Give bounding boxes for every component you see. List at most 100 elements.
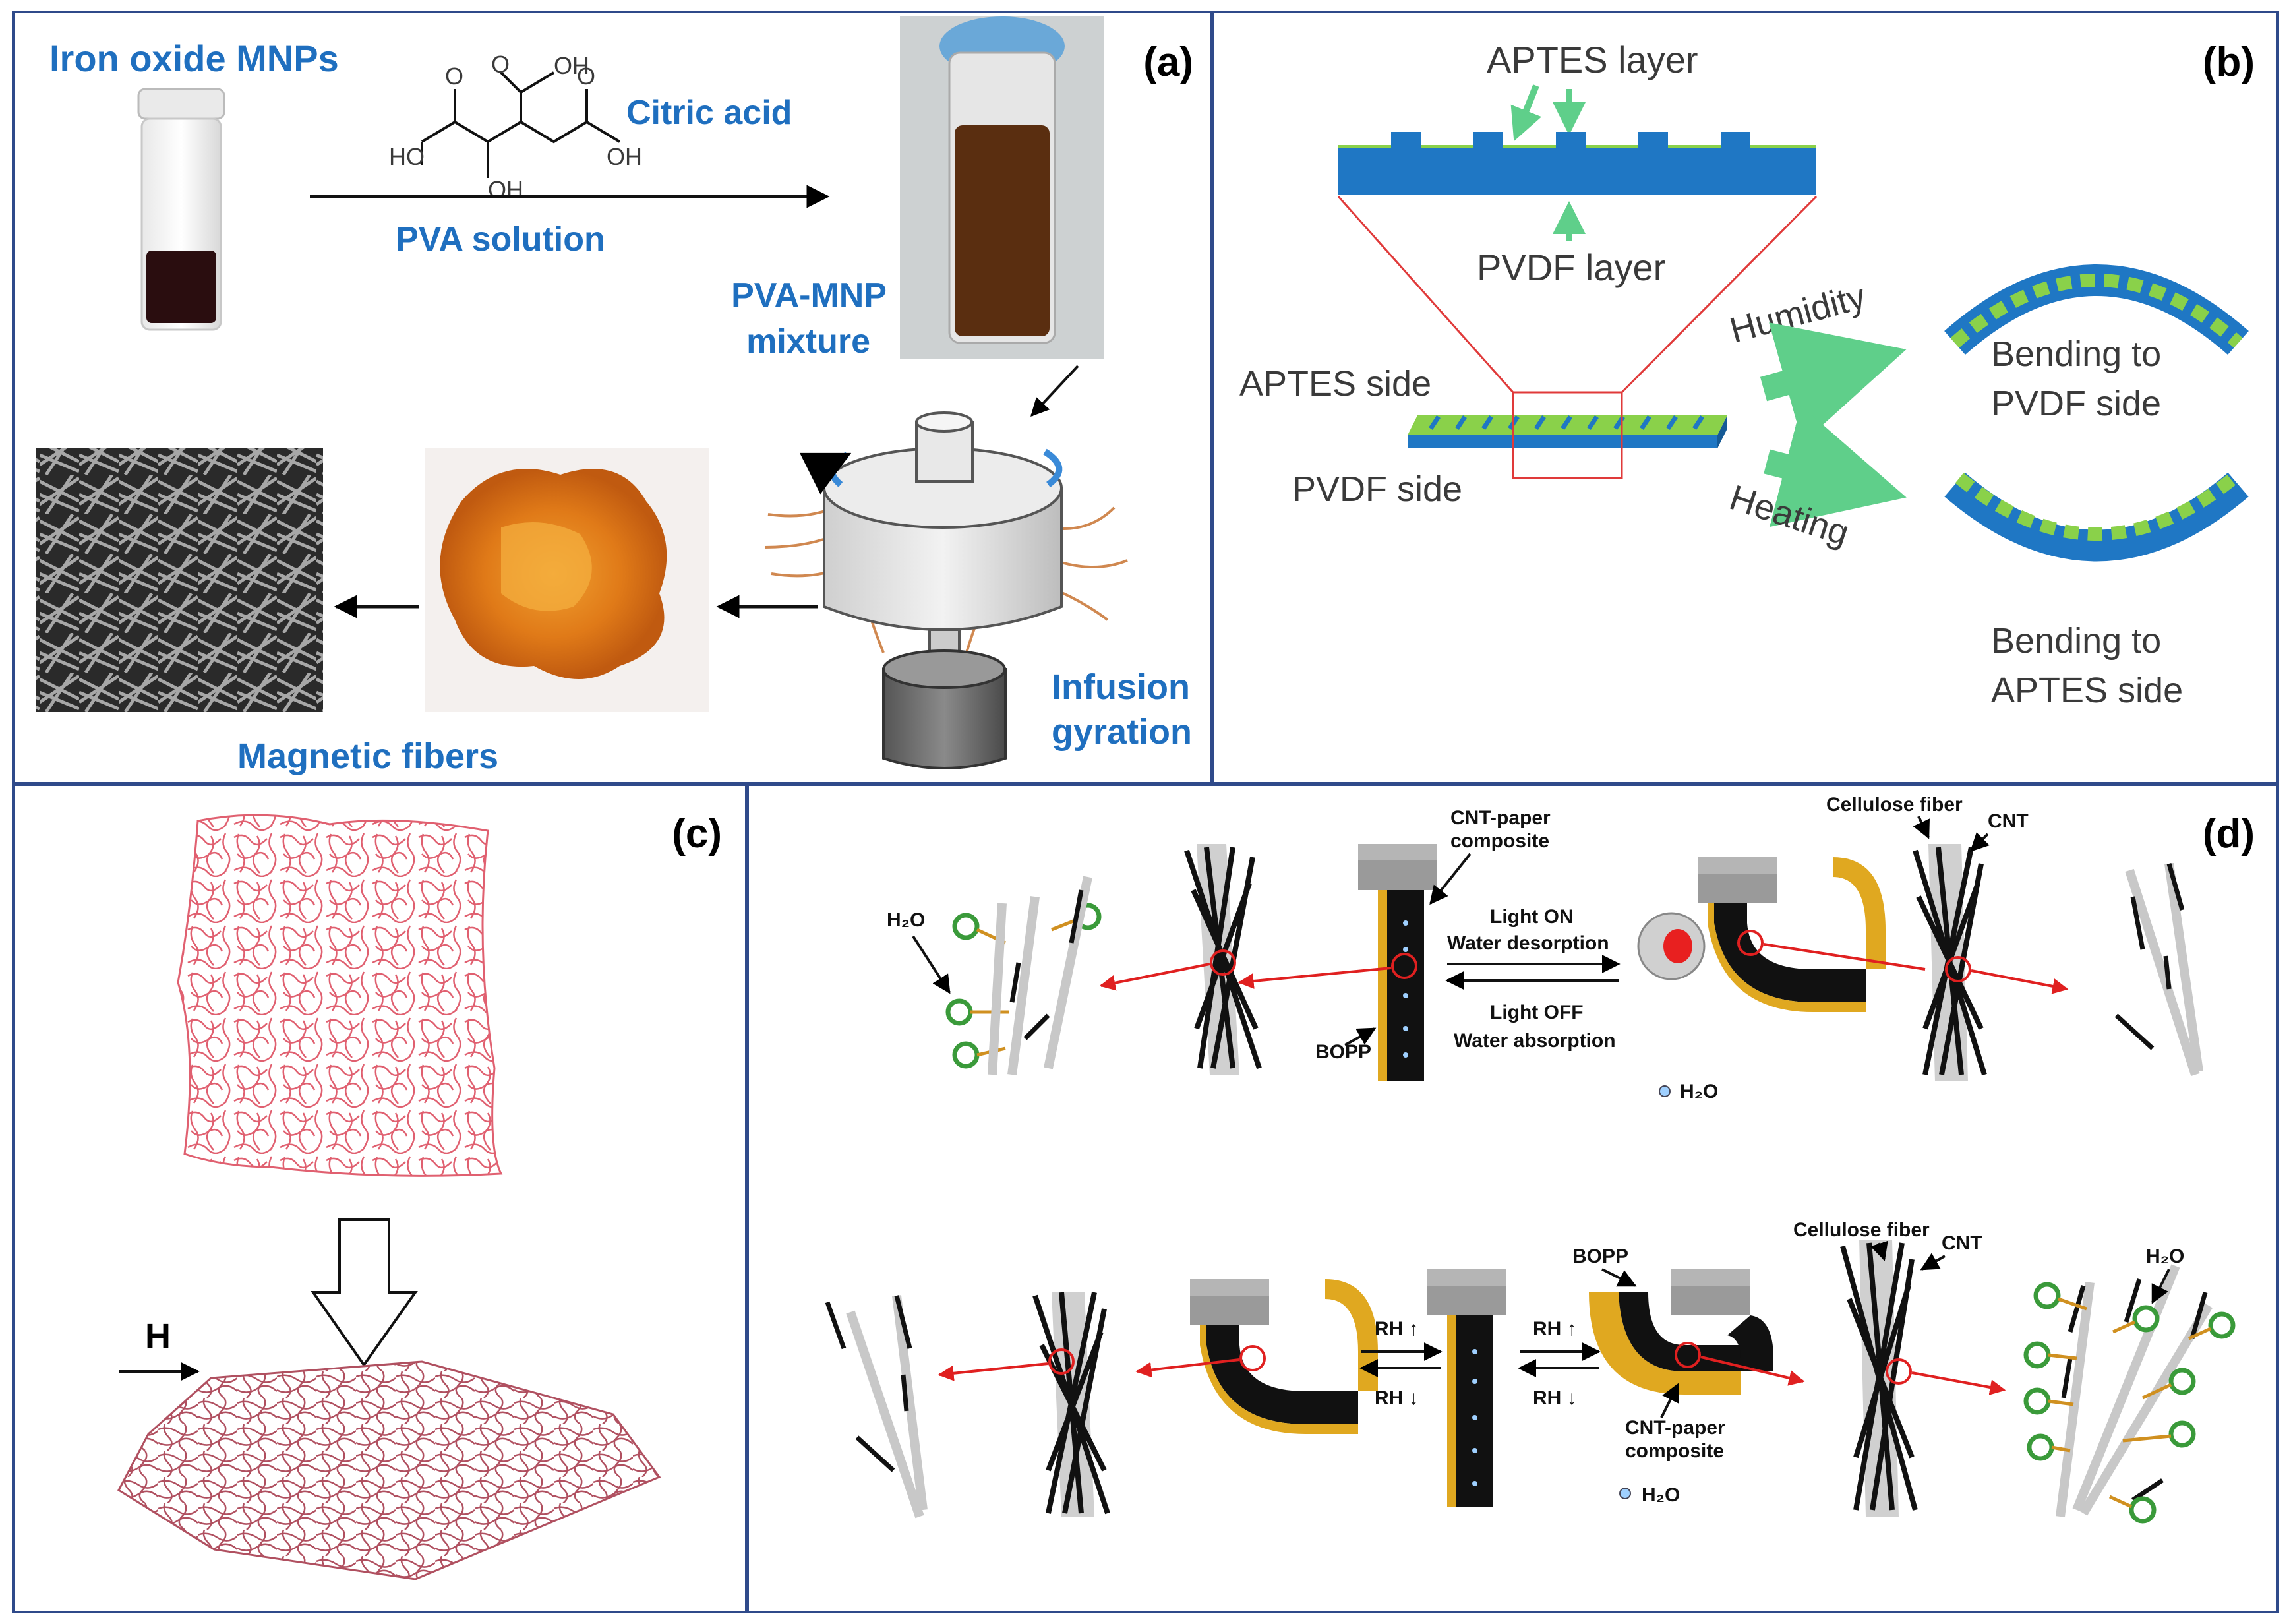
- light-off-label: Light OFF: [1490, 1002, 1584, 1023]
- zoom-line-right: [1621, 195, 1818, 394]
- h2o-right-pointer: [2151, 1269, 2170, 1304]
- zoom-arrow-5: [937, 1362, 1049, 1381]
- panel-c: (c) H: [117, 811, 722, 1580]
- cnt-paper-zoom-top-left: [1184, 844, 1262, 1075]
- h2o-dot-bottom: [1619, 1488, 1631, 1499]
- cellulose-top-pointer: [1913, 816, 1930, 839]
- bend-pvdf-label-1: Bending to: [1991, 334, 2161, 374]
- water-desorption-label: Water desorption: [1447, 932, 1609, 954]
- chem-o3: O: [577, 63, 595, 90]
- infusion-label: Infusion: [1052, 667, 1190, 707]
- h2o-left-pointer: [912, 935, 951, 994]
- aptes-side-label: APTES side: [1239, 364, 1431, 404]
- bopp-top-label: BOPP: [1315, 1041, 1371, 1063]
- cnt-top-pointer: [1970, 832, 1990, 852]
- iron-oxide-label: Iron oxide MNPs: [49, 38, 339, 79]
- zoom-arrow-6: [1135, 1358, 1240, 1378]
- cnt-bottom-label: CNT: [1942, 1232, 1982, 1254]
- chem-oh-top: OH: [554, 52, 589, 79]
- chem-oh-mid: OH: [488, 176, 523, 203]
- panel-b: (b) APTES layer PVDF layer APTES side PV…: [1239, 39, 2255, 710]
- sem-fiber-image: [36, 448, 323, 712]
- cnt-bottom-pointer: [1920, 1253, 1946, 1271]
- cnt-paper-label-2: composite: [1450, 830, 1549, 852]
- cnt-top-label: CNT: [1988, 810, 2029, 832]
- bend-pvdf-label-2: PVDF side: [1991, 384, 2161, 423]
- zoom-circle-2: [1391, 953, 1417, 979]
- h2o-legend-top: H₂O: [1680, 1081, 1718, 1102]
- zoom-circle-4: [1945, 956, 1971, 982]
- cellulose-bottom-pointer: [1870, 1240, 1888, 1261]
- zoom-arrow-8: [1911, 1371, 2006, 1395]
- cnt-paper-zoom-bottom-right: [1840, 1240, 1918, 1517]
- aptes-layer-label: APTES layer: [1487, 39, 1698, 80]
- citric-acid-label: Citric acid: [626, 94, 792, 132]
- chem-oh-right: OH: [607, 143, 642, 170]
- bent-strip-top: [1698, 857, 1886, 1012]
- water-molecules-left: [945, 903, 1102, 1069]
- random-polymer-network: [177, 814, 503, 1177]
- cellulose-bottom-label: Cellulose fiber: [1793, 1219, 1930, 1241]
- cnt-paper-bottom-label-2: composite: [1625, 1440, 1724, 1462]
- field-label: H: [145, 1317, 171, 1356]
- pva-mnp-label-1: PVA-MNP: [731, 276, 887, 315]
- light-on-label: Light ON: [1490, 906, 1574, 928]
- zoom-line-left: [1337, 196, 1514, 393]
- bent-strip-bottom-left: [1190, 1279, 1378, 1434]
- chem-ho-left: HO: [389, 143, 425, 170]
- cnt-paper-strip-flat-bottom: [1427, 1269, 1506, 1507]
- humidity-label: Humidity: [1726, 276, 1870, 350]
- panel-c-tag: (c): [672, 811, 722, 857]
- zoom-circle-3: [1737, 930, 1764, 956]
- zoom-arrow-2: [1237, 967, 1392, 989]
- bopp-top-pointer: [1344, 1027, 1377, 1046]
- mnp-vial-image: [137, 88, 225, 331]
- citric-acid-structure: [421, 71, 621, 178]
- heating-arrow: [1764, 406, 1907, 527]
- transformation-arrow: [311, 1218, 418, 1368]
- h2o-right-label: H₂O: [2146, 1246, 2184, 1267]
- zoom-arrow-1: [1099, 963, 1210, 991]
- mixture-arrow: [1030, 365, 1079, 417]
- panel-b-tag: (b): [2203, 40, 2255, 85]
- water-molecules-right: [2023, 1282, 2236, 1524]
- water-absorption-label: Water absorption: [1454, 1030, 1616, 1052]
- bent-strip-bottom-right: [1589, 1269, 1773, 1395]
- fiber-mat-photo: [425, 448, 709, 712]
- aptes-pointer-1: [1510, 84, 1542, 142]
- chem-o1: O: [491, 51, 510, 78]
- bilayer-cross-section: [1338, 132, 1816, 195]
- light-source-icon: [1637, 912, 1706, 980]
- pva-mnp-photo: [900, 16, 1104, 359]
- dry-fibers-top-right: [2114, 863, 2203, 1077]
- bent-strip-aptes: [1944, 472, 2249, 562]
- h2o-legend-bottom: H₂O: [1642, 1484, 1680, 1506]
- aligned-polymer-network: [117, 1360, 661, 1580]
- pvdf-layer-label: PVDF layer: [1477, 247, 1665, 288]
- chem-o2: O: [445, 63, 463, 90]
- bopp-bottom-label: BOPP: [1572, 1246, 1628, 1267]
- zoom-circle-5: [1048, 1348, 1075, 1375]
- cellulose-fibers-left: [988, 876, 1092, 1075]
- cnt-paper-bottom-pointer: [1660, 1383, 1679, 1418]
- pvdf-side-label: PVDF side: [1292, 469, 1462, 509]
- pva-solution-label: PVA solution: [396, 220, 605, 258]
- zoom-circle-6: [1239, 1345, 1266, 1371]
- zoom-circle-8: [1886, 1358, 1912, 1385]
- magnetic-fibers-label: Magnetic fibers: [237, 737, 498, 776]
- cnt-paper-label-1: CNT-paper: [1450, 807, 1551, 829]
- cnt-paper-pointer: [1429, 853, 1472, 905]
- cnt-paper-zoom-bottom-left: [1032, 1292, 1110, 1517]
- humidity-arrow: [1760, 322, 1907, 444]
- bopp-bottom-pointer: [1601, 1268, 1637, 1287]
- panel-d: (d) H₂O: [825, 794, 2255, 1524]
- bilayer-strip: [1408, 415, 1727, 448]
- rh-down-2-label: RH ↓: [1533, 1387, 1577, 1409]
- zoom-circle-7: [1675, 1342, 1701, 1368]
- rh-down-1-label: RH ↓: [1375, 1387, 1419, 1409]
- bend-aptes-label-2: APTES side: [1991, 671, 2183, 710]
- rh-up-1-label: RH ↑: [1375, 1318, 1419, 1340]
- cnt-segments-left: [1009, 889, 1084, 1040]
- dry-fibers-bottom-left: [825, 1295, 928, 1519]
